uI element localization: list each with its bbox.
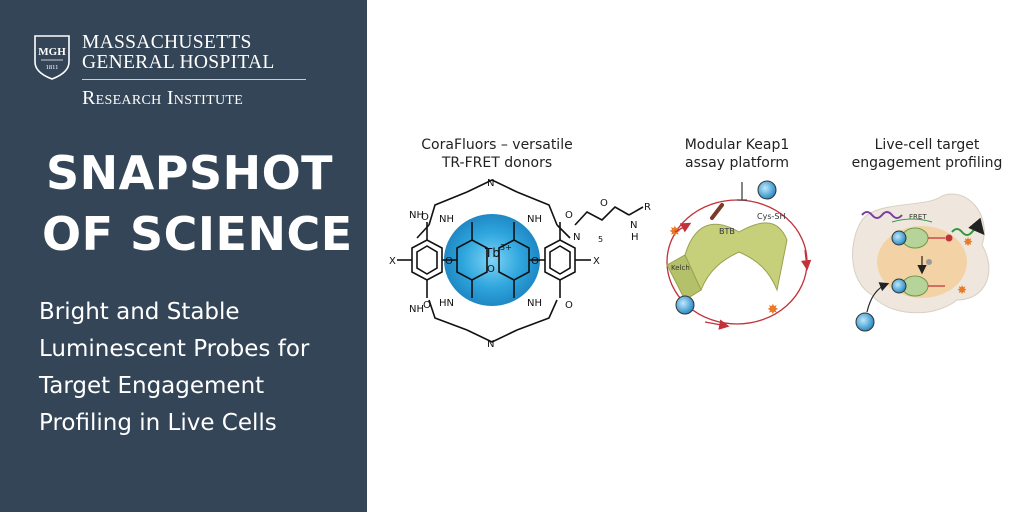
shield-text: MGH xyxy=(38,46,66,58)
panel1-caption: CoraFluors – versatile TR-FRET donors xyxy=(417,136,577,172)
atom-label: R xyxy=(644,202,651,213)
live-cell-profiling: FRET ✸ ✸ xyxy=(852,193,990,332)
science-figure: CoraFluors – versatile TR-FRET donors Mo… xyxy=(367,0,1024,512)
tb-charge: 3+ xyxy=(500,243,512,252)
atom-label: H xyxy=(631,232,639,243)
org-name-line2: GENERAL HOSPITAL xyxy=(82,52,275,73)
atom-label: O xyxy=(565,210,573,221)
atom-label: N xyxy=(630,220,637,231)
subtitle-line: Target Engagement xyxy=(39,373,265,399)
atom-label: O xyxy=(445,256,453,267)
atom-label: O xyxy=(421,212,429,223)
atom-label: X xyxy=(593,256,600,267)
btb-label: BTB xyxy=(719,227,735,236)
subtitle: Bright and Stable Luminescent Probes for… xyxy=(39,294,359,442)
atom-label: NH xyxy=(527,214,542,225)
kelch-label: Kelch xyxy=(671,264,690,272)
panel3-caption-line2: engagement profiling xyxy=(851,155,1003,171)
atom-label: NH xyxy=(409,304,424,315)
atom-label: N xyxy=(487,339,494,350)
subtitle-line: Profiling in Live Cells xyxy=(39,410,277,436)
atom-label: X xyxy=(389,256,396,267)
fret-label: FRET xyxy=(909,213,927,221)
subtitle-line: Bright and Stable xyxy=(39,299,240,325)
logo-divider xyxy=(82,79,306,80)
keap1-protein xyxy=(684,222,788,292)
atom-label: 5 xyxy=(598,235,603,244)
cys-label: Cys-SH xyxy=(757,212,785,221)
corafluor-structure: Tb 3+ xyxy=(389,178,651,350)
corafluor-bead xyxy=(757,180,777,200)
ligand-star: ✸ xyxy=(767,301,779,317)
tb-glow xyxy=(444,214,540,306)
atom-label: NH xyxy=(439,214,454,225)
atom-label: O xyxy=(487,264,495,275)
org-name-line1: MASSACHUSETTS xyxy=(82,32,252,53)
atom-label: O xyxy=(423,300,431,311)
atom-label: O xyxy=(565,300,573,311)
figure-artwork: Tb 3+ xyxy=(389,178,990,350)
panel2-caption-line2: assay platform xyxy=(685,155,789,171)
headline-line1: SNAPSHOT xyxy=(46,146,334,200)
shield-year: 1811 xyxy=(46,64,59,71)
keap1-assay: BTB Cys-SH Kelch ✸ ✸ xyxy=(666,180,812,330)
headline-line2: OF SCIENCE xyxy=(42,207,353,261)
panel1-caption-line1: CoraFluors – versatile xyxy=(421,137,573,153)
ligand-star: ✸ xyxy=(957,283,967,297)
institute-name: Research Institute xyxy=(82,87,244,109)
atom-label: N xyxy=(573,232,580,243)
ligand-star: ✸ xyxy=(963,235,973,249)
free-bead xyxy=(855,312,875,332)
left-panel: MGH 1811 MASSACHUSETTS GENERAL HOSPITAL … xyxy=(0,0,367,512)
atom-label: N xyxy=(487,178,494,189)
atom-label: NH xyxy=(409,210,424,221)
panel3-caption: Live-cell target engagement profiling xyxy=(847,136,1007,172)
mgh-shield-logo: MGH 1811 xyxy=(34,35,70,80)
panel1-caption-line2: TR-FRET donors xyxy=(441,155,553,171)
emission-wave xyxy=(951,217,985,236)
atom-label: O xyxy=(531,256,539,267)
subtitle-line: Luminescent Probes for xyxy=(39,336,310,362)
tracer-bead xyxy=(891,278,907,294)
corafluor-bead xyxy=(675,295,695,315)
atom-label: HN xyxy=(439,298,454,309)
tb-label: Tb xyxy=(484,246,500,260)
ligand-star: ✸ xyxy=(669,223,681,239)
panel3-caption-line1: Live-cell target xyxy=(874,137,980,153)
excitation-wave xyxy=(861,211,903,219)
panel2-caption: Modular Keap1 assay platform xyxy=(667,136,807,172)
atom-label: O xyxy=(600,198,608,209)
panel2-caption-line1: Modular Keap1 xyxy=(684,137,790,153)
atom-label: NH xyxy=(527,298,542,309)
tracer-bead xyxy=(891,230,907,246)
